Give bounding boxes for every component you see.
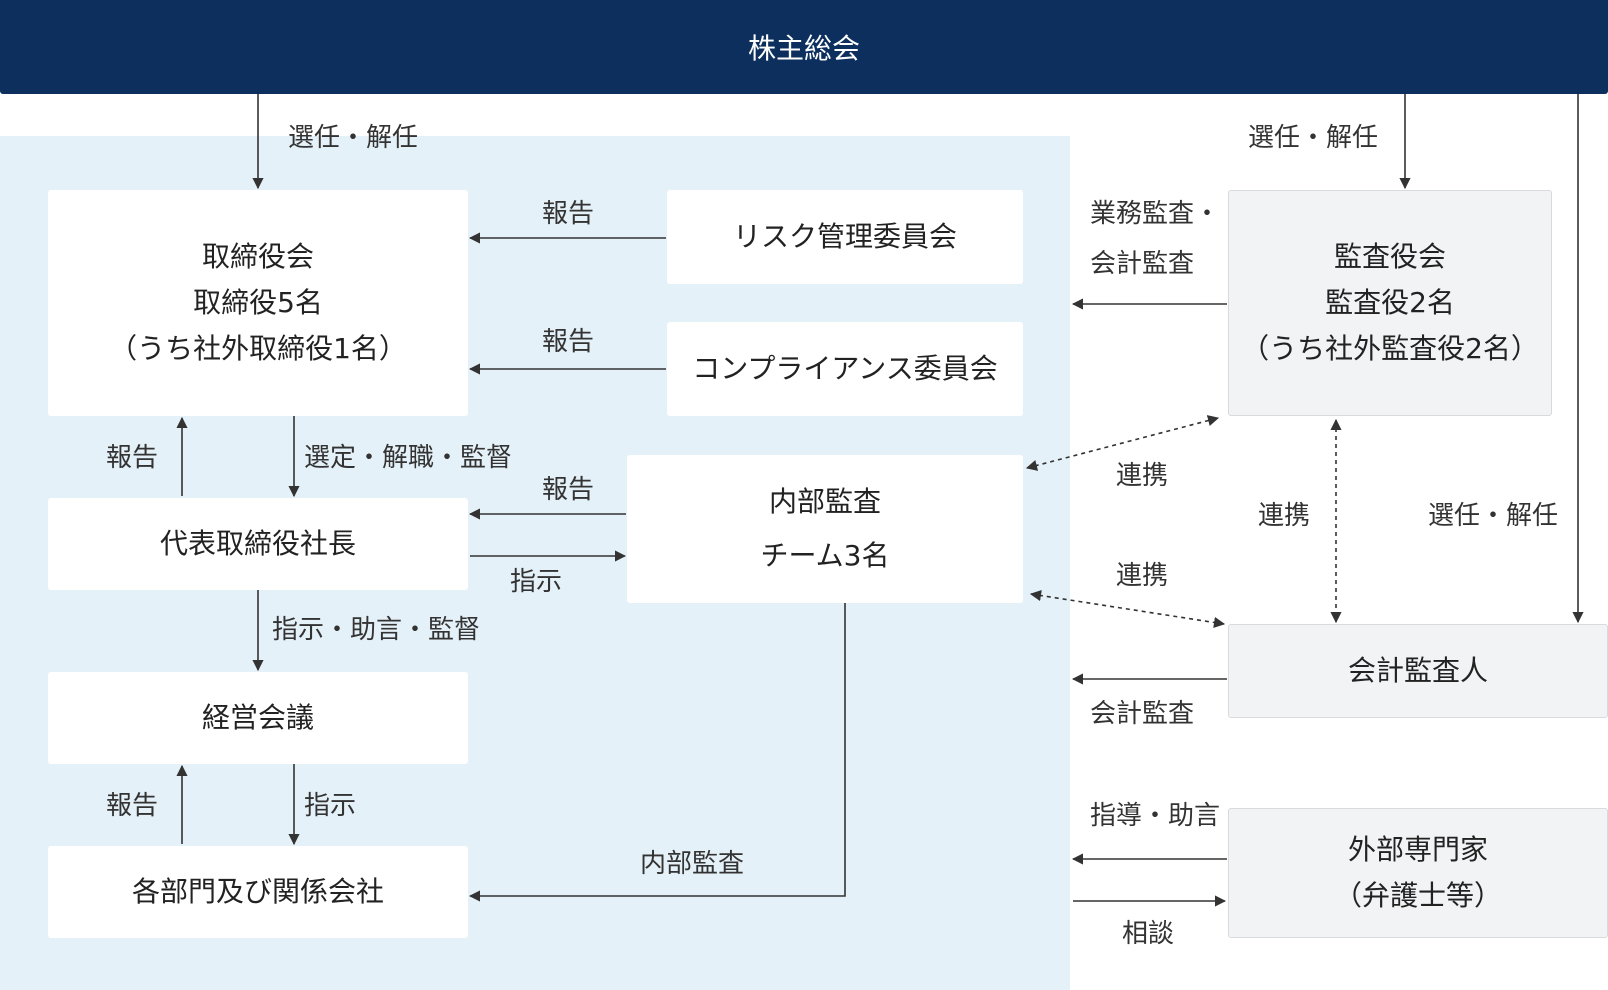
accounting-auditor-box: 会計監査人 (1228, 624, 1608, 718)
label-guidance: 指導・助言 (1090, 801, 1221, 831)
internal-audit-box: 内部監査 チーム3名 (627, 455, 1023, 603)
label-instruct-advise: 指示・助言・監督 (272, 615, 481, 645)
label-business-audit-2: 会計監査 (1090, 249, 1195, 279)
label-report-compliance: 報告 (542, 327, 595, 357)
label-internal-audit-arrow: 内部監査 (640, 849, 745, 879)
internal-audit-members: チーム3名 (760, 539, 890, 572)
president-label: 代表取締役社長 (159, 527, 356, 560)
risk-committee-label: リスク管理委員会 (732, 220, 957, 253)
management-meeting-label: 経営会議 (201, 701, 314, 734)
compliance-committee-label: コンプライアンス委員会 (692, 352, 998, 385)
audit-board-members: 監査役2名 (1325, 286, 1455, 319)
label-accounting-audit: 会計監査 (1090, 699, 1195, 729)
management-meeting-box: 経営会議 (48, 672, 468, 764)
audit-board-outside-members: （うち社外監査役2名） (1241, 332, 1539, 365)
internal-audit-title: 内部監査 (768, 485, 881, 518)
label-instruct-dept: 指示 (304, 791, 357, 821)
dotted-internal-accounting (1029, 590, 1226, 628)
label-cooperate-1: 連携 (1116, 461, 1169, 491)
arrow-internal-audit-dept (468, 603, 846, 902)
dotted-internal-auditors (1025, 415, 1220, 471)
label-cooperate-2: 連携 (1258, 501, 1311, 531)
audit-board-title: 監査役会 (1333, 240, 1446, 273)
label-consult: 相談 (1122, 919, 1175, 949)
risk-committee-box: リスク管理委員会 (667, 190, 1023, 284)
accounting-auditor-label: 会計監査人 (1347, 654, 1488, 687)
board-of-directors-box: 取締役会 取締役5名 （うち社外取締役1名） (48, 190, 468, 416)
label-report-internal: 報告 (542, 475, 595, 505)
label-instruct-internal: 指示 (510, 567, 563, 597)
label-report-risk: 報告 (542, 199, 595, 229)
board-title: 取締役会 (201, 240, 314, 273)
board-members: 取締役5名 (193, 286, 323, 319)
label-report-president: 報告 (106, 443, 159, 473)
compliance-committee-box: コンプライアンス委員会 (667, 322, 1023, 416)
label-cooperate-3: 連携 (1116, 561, 1169, 591)
label-elect-right: 選任・解任 (1248, 123, 1379, 153)
label-elect-left: 選任・解任 (288, 123, 419, 153)
board-outside-members: （うち社外取締役1名） (109, 332, 407, 365)
label-report-dept: 報告 (106, 791, 159, 821)
label-elect-accounting: 選任・解任 (1428, 501, 1559, 531)
departments-box: 各部門及び関係会社 (48, 846, 468, 938)
shareholders-meeting-header: 株主総会 (0, 0, 1608, 94)
audit-board-box: 監査役会 監査役2名 （うち社外監査役2名） (1228, 190, 1552, 416)
external-experts-note: （弁護士等） (1333, 879, 1502, 912)
label-select-dismiss: 選定・解職・監督 (304, 443, 513, 473)
departments-label: 各部門及び関係会社 (131, 875, 384, 908)
external-experts-title: 外部専門家 (1347, 833, 1488, 866)
external-experts-box: 外部専門家 （弁護士等） (1228, 808, 1608, 938)
president-box: 代表取締役社長 (48, 498, 468, 590)
label-business-audit-1: 業務監査・ (1090, 199, 1221, 229)
